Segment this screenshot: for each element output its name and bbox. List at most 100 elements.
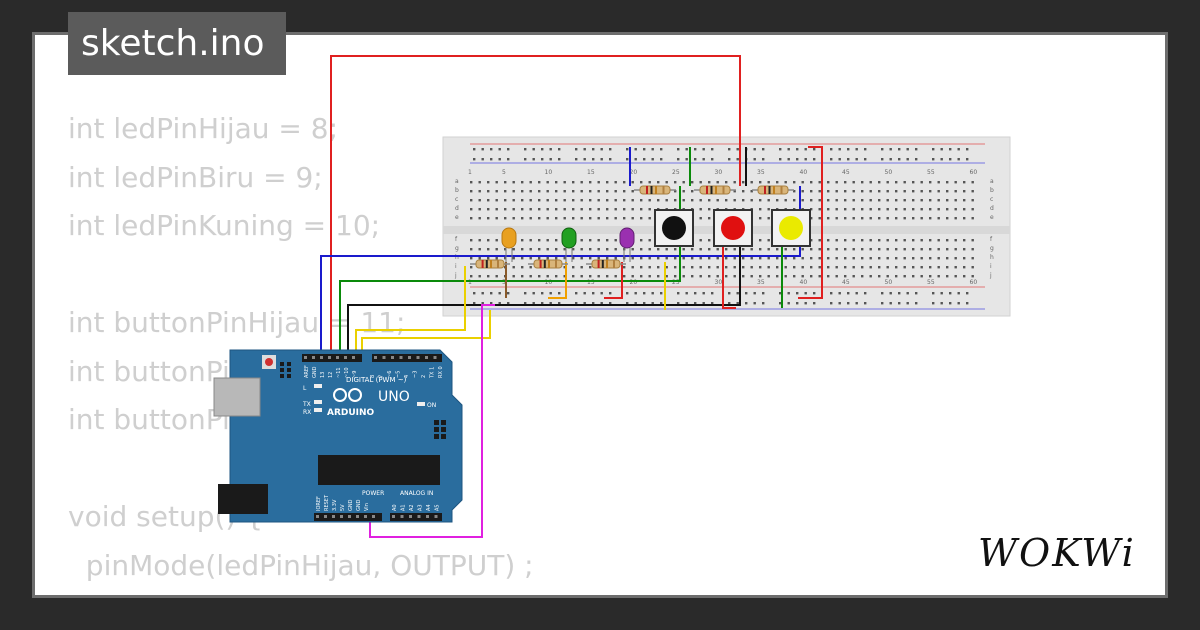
usb-port (213, 377, 261, 417)
wire-red-rail (798, 146, 823, 299)
pin-label: 13 (320, 372, 326, 378)
pin-label: 4 (404, 375, 410, 378)
arduino-logo-icon (333, 388, 347, 402)
row-letter: f (455, 236, 458, 243)
leds (501, 227, 635, 262)
breadboard-labels: 1155101015152020252530303535404045455050… (454, 169, 994, 286)
column-number: 60 (970, 279, 978, 286)
wire-yellow-8 (355, 266, 466, 355)
pin-label: RX 0 (438, 366, 444, 378)
column-number: 1 (468, 279, 472, 286)
row-letter: j (454, 272, 457, 279)
button-yellow (771, 209, 811, 247)
pin-label: 3.3V (332, 499, 338, 511)
row-letter: h (990, 254, 994, 261)
digital-header (302, 354, 442, 362)
resistor (752, 185, 794, 195)
row-letter: c (455, 196, 458, 203)
microcontroller-chip (318, 455, 440, 485)
l-led-label: L (303, 385, 307, 392)
pin-label: 7 (379, 375, 385, 378)
power-label: POWER (362, 490, 384, 497)
pin-label: 8 (370, 375, 376, 378)
brand-label: ARDUINO (327, 408, 375, 418)
row-letter: e (455, 214, 459, 221)
led-purple (619, 227, 635, 262)
pin-label: A1 (401, 504, 407, 511)
code-line: int buttonPinHijau = 11; (68, 306, 406, 339)
wire-black-13 (347, 230, 741, 355)
row-letter: d (990, 205, 994, 212)
column-number: 45 (842, 169, 850, 176)
rx-label: RX (303, 409, 311, 416)
pushbuttons (654, 209, 811, 247)
button-black (654, 209, 694, 247)
pin-label: A4 (426, 504, 432, 511)
pin-label: 2 (421, 375, 427, 378)
pin-label: ~10 (344, 367, 350, 378)
pin-label: Vin (364, 503, 370, 511)
column-number: 25 (672, 279, 680, 286)
row-letter: g (990, 245, 994, 252)
wire-red-top (330, 55, 741, 355)
row-letter: i (990, 263, 992, 270)
pin-label: A3 (418, 504, 424, 511)
pin-label: IOREF (316, 496, 322, 511)
tx-label: TX (302, 401, 311, 408)
row-letter: i (455, 263, 457, 270)
pin-label: TX 1 (430, 367, 436, 379)
led-orange (501, 227, 517, 262)
column-number: 50 (885, 169, 893, 176)
row-letter: a (455, 178, 459, 185)
pin-label: A5 (435, 504, 441, 511)
row-letter: a (990, 178, 994, 185)
row-letter: c (990, 196, 993, 203)
pin-label: GND (348, 499, 354, 511)
pin-label: 5V (340, 504, 346, 511)
pin-label: ~5 (396, 371, 402, 378)
row-letter: f (990, 236, 993, 243)
column-number: 55 (927, 279, 935, 286)
led-green (561, 227, 577, 262)
wire-yellow-9 (361, 310, 491, 355)
row-letter: b (990, 187, 994, 194)
column-number: 15 (587, 169, 595, 176)
pin-label: GND (356, 499, 362, 511)
wokwi-logo: WOKWi (978, 531, 1136, 575)
breadboard-holes (470, 148, 974, 305)
row-letter: h (455, 254, 459, 261)
button-red (713, 209, 753, 247)
column-number: 15 (587, 279, 595, 286)
wire-red-btn (722, 230, 736, 309)
pin-label: RESET (324, 494, 330, 511)
on-label: ON (427, 402, 436, 409)
resistor (470, 259, 510, 269)
pin-label: ~6 (387, 371, 393, 378)
icsp-header (280, 362, 446, 439)
svg-text:WOKWi: WOKWi (978, 531, 1136, 575)
pin-label: AREF (304, 365, 310, 378)
column-number: 20 (630, 279, 638, 286)
code-line: pinMode(ledPinHijau, OUTPUT) ; (68, 548, 534, 582)
power-jack (218, 484, 268, 514)
resistor (694, 185, 736, 195)
column-number: 25 (672, 169, 680, 176)
column-number: 40 (800, 279, 808, 286)
column-number: 35 (757, 169, 765, 176)
resistor (528, 259, 568, 269)
column-number: 50 (885, 279, 893, 286)
column-number: 5 (502, 279, 506, 286)
code-line: int ledPinBiru = 9; (68, 160, 323, 194)
row-letter: e (990, 214, 994, 221)
column-number: 45 (842, 279, 850, 286)
column-number: 60 (970, 169, 978, 176)
pin-label: ~3 (413, 371, 419, 378)
column-number: 55 (927, 169, 935, 176)
pin-label: GND (312, 366, 318, 378)
resistor (634, 185, 676, 195)
code-line: int ledPinKuning = 10; (68, 209, 381, 242)
column-number: 40 (800, 169, 808, 176)
pin-label: ~11 (336, 367, 342, 378)
